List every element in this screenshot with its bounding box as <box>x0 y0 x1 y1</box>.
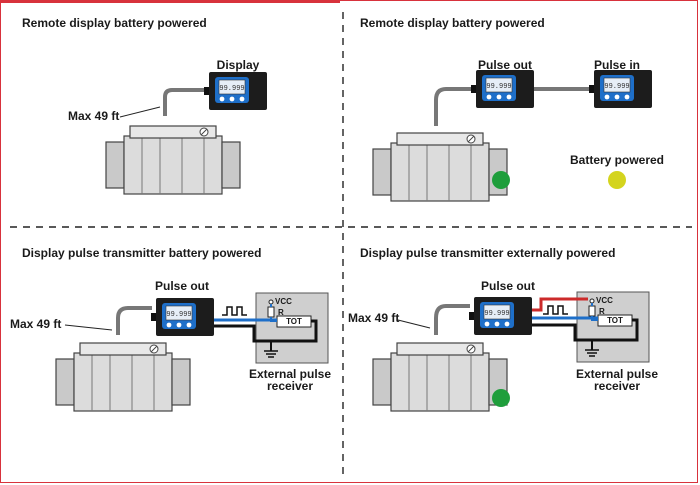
leader-line <box>119 106 161 118</box>
ground-wire <box>532 323 637 342</box>
cable <box>163 88 208 116</box>
pulse-out-unit <box>468 296 533 336</box>
quadrant-remote-pulse: Remote display battery powered Pulse out… <box>360 16 664 202</box>
quadrant-remote-display: Remote display battery powered Display M… <box>22 16 268 195</box>
accent-bar <box>0 0 340 3</box>
pulse-out-label: Pulse out <box>481 279 535 293</box>
display-label: Display <box>217 58 260 72</box>
cable <box>116 306 152 335</box>
max-length-label: Max 49 ft <box>68 109 119 123</box>
vcc-label: VCC <box>275 297 292 306</box>
quadrant-title: Remote display battery powered <box>360 16 545 30</box>
receiver-box <box>254 291 330 365</box>
receiver-label-line2: receiver <box>267 379 313 393</box>
tot-label: TOT <box>286 317 302 326</box>
receiver-label-line2: receiver <box>594 379 640 393</box>
pulse-in-unit <box>588 69 653 109</box>
quadrant-title: Display pulse transmitter externally pow… <box>360 246 615 260</box>
green-indicator-dot <box>492 389 510 407</box>
green-indicator-dot <box>492 171 510 189</box>
cable <box>434 304 470 335</box>
ground-wire <box>214 324 316 343</box>
flow-meter <box>372 342 508 412</box>
cable <box>434 87 472 126</box>
pulse-out-label: Pulse out <box>155 279 209 293</box>
power-wire <box>532 297 588 312</box>
pulse-out-label: Pulse out <box>478 58 532 72</box>
flow-meter <box>55 342 191 412</box>
flow-meter <box>372 132 508 202</box>
pulse-in-label: Pulse in <box>594 58 640 72</box>
leader-line <box>64 324 113 331</box>
flow-meter <box>105 125 241 195</box>
tot-label: TOT <box>607 316 623 325</box>
r-label: R <box>599 307 605 316</box>
leader-line <box>397 319 431 329</box>
quadrant-title: Display pulse transmitter battery powere… <box>22 246 261 260</box>
yellow-indicator-dot <box>608 171 626 189</box>
quadrant-pulse-external: Display pulse transmitter externally pow… <box>348 246 658 412</box>
pulse-out-unit <box>470 69 535 109</box>
pulse-out-unit <box>150 297 215 337</box>
quadrant-pulse-battery: Display pulse transmitter battery powere… <box>10 246 331 412</box>
quadrant-title: Remote display battery powered <box>22 16 207 30</box>
max-length-label: Max 49 ft <box>10 317 61 331</box>
battery-label: Battery powered <box>570 153 664 167</box>
r-label: R <box>278 308 284 317</box>
receiver-box <box>575 290 651 364</box>
vcc-label: VCC <box>596 296 613 305</box>
pulse-signal-icon <box>543 305 568 315</box>
receiver-label-line1: External pulse <box>249 367 331 381</box>
receiver-label-line1: External pulse <box>576 367 658 381</box>
pulse-signal-icon <box>222 306 247 316</box>
max-length-label: Max 49 ft <box>348 311 399 325</box>
display-unit <box>203 71 268 111</box>
